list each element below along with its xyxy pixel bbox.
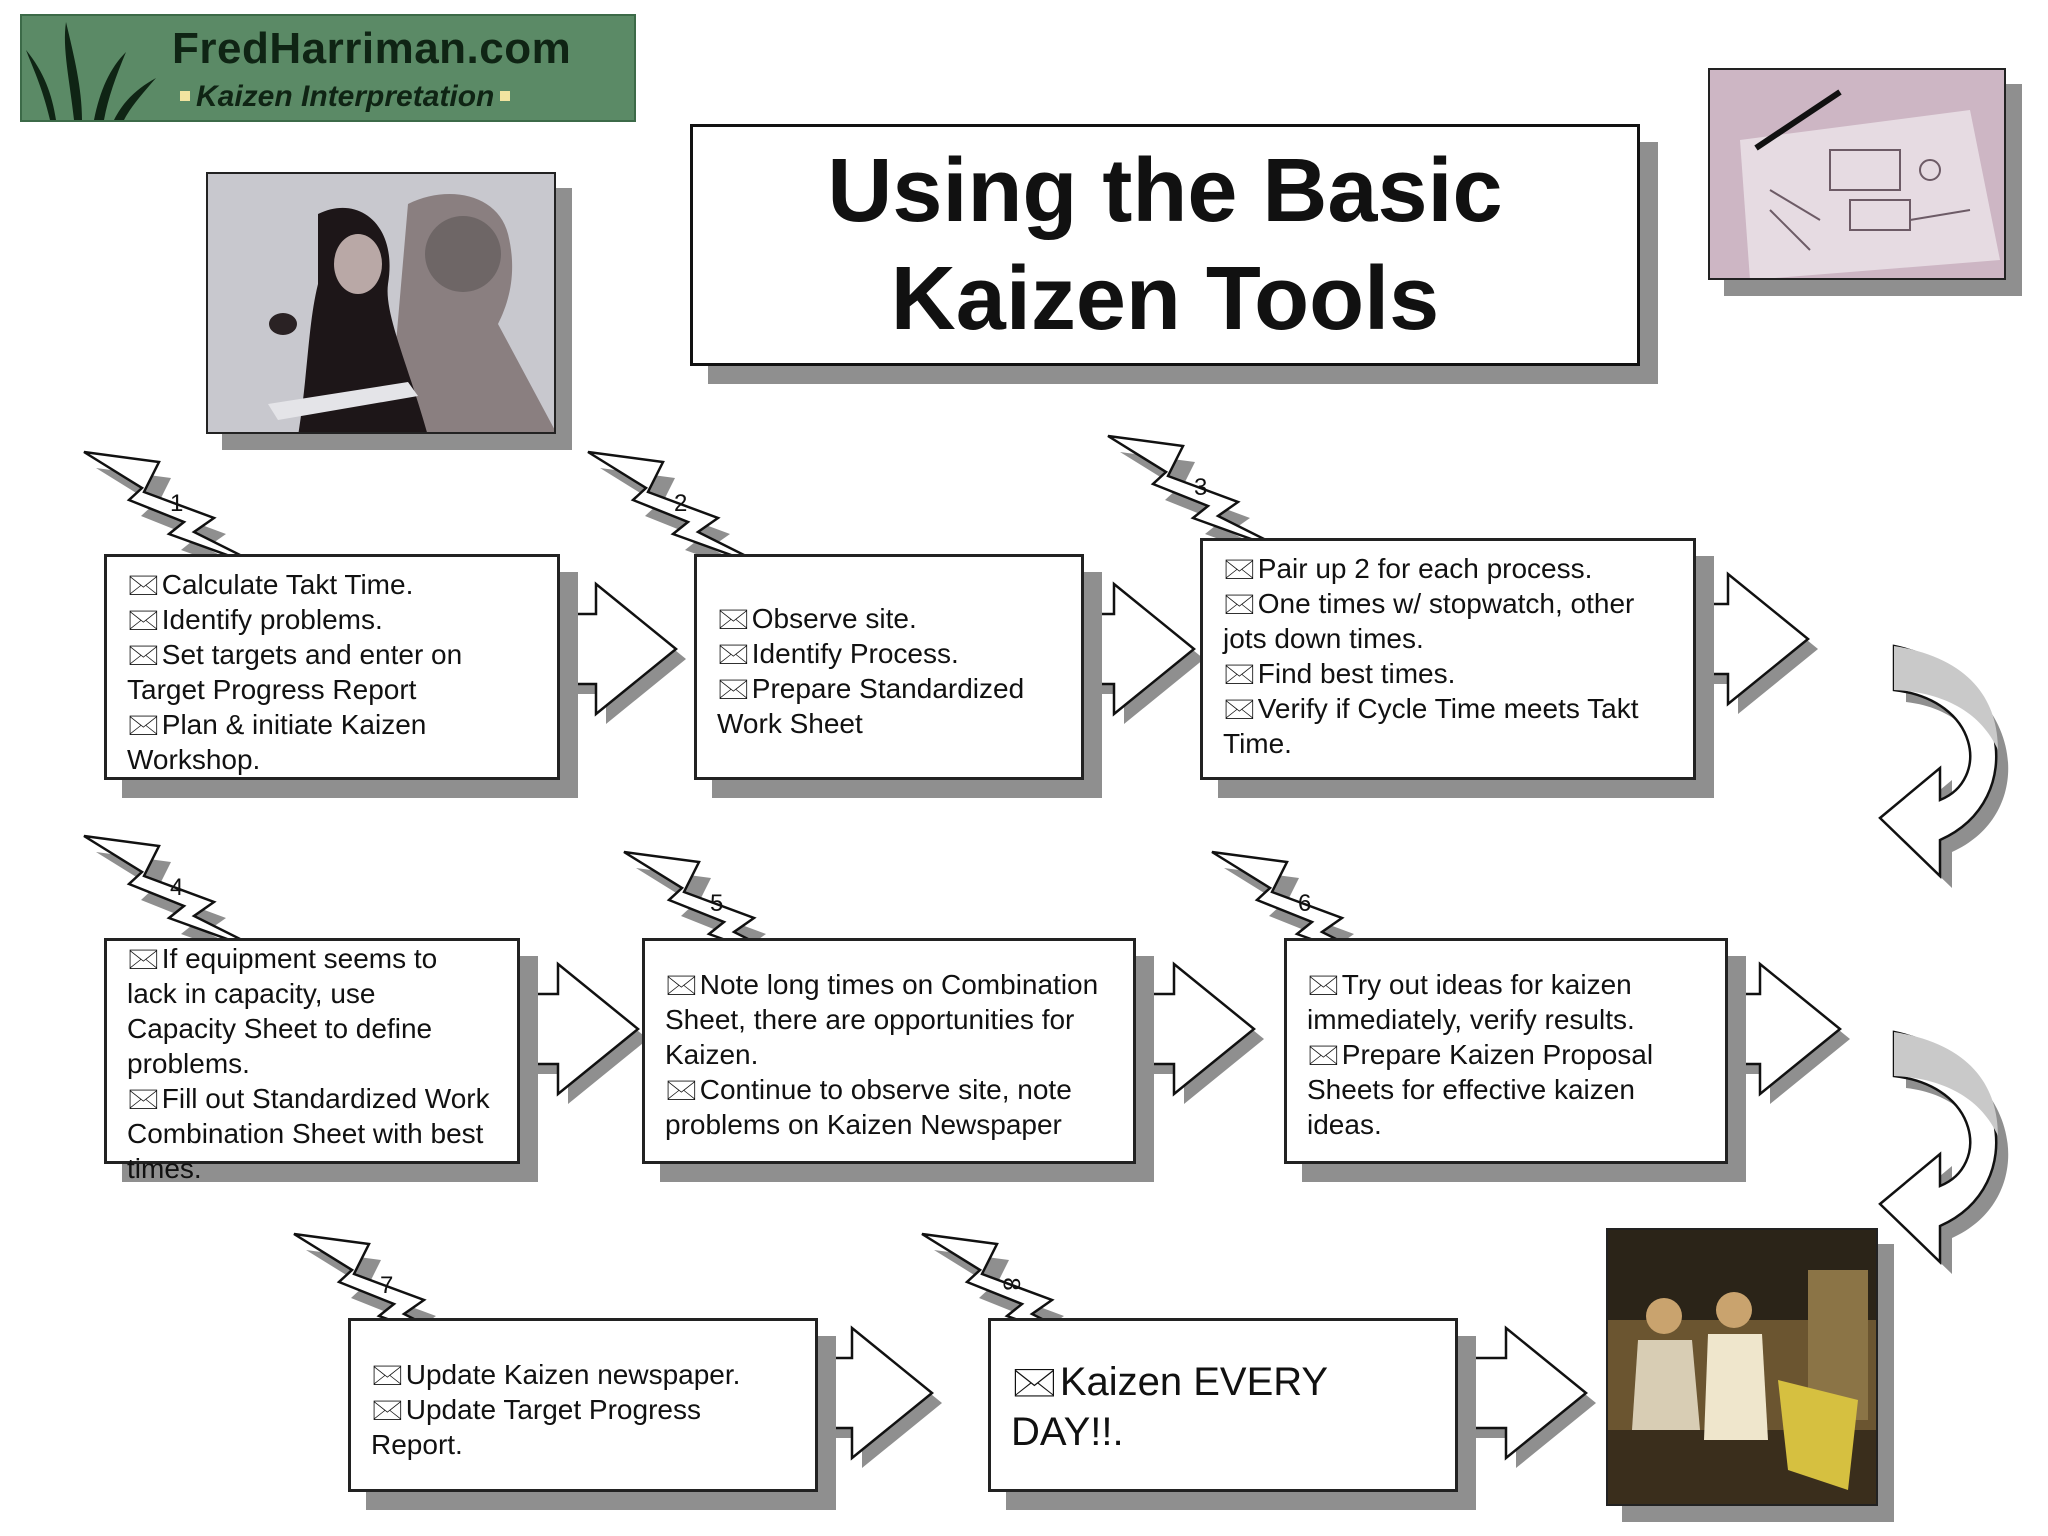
envelope-icon: 🖂 <box>1223 588 1256 619</box>
envelope-icon: 🖂 <box>717 638 750 669</box>
envelope-icon: 🖂 <box>371 1359 404 1390</box>
logo-site-name: FredHarriman.com <box>172 24 572 73</box>
step-box-4: 🖂If equipment seems to lack in capacity,… <box>104 938 520 1184</box>
envelope-icon: 🖂 <box>1223 553 1256 584</box>
step-bullet: 🖂If equipment seems to lack in capacity,… <box>127 943 438 1079</box>
step-box-3: 🖂Pair up 2 for each process. 🖂One times … <box>1200 538 1696 780</box>
step-bullet: 🖂Pair up 2 for each process. <box>1223 553 1593 584</box>
step-box-6: 🖂Try out ideas for kaizen immediately, v… <box>1284 938 1728 1164</box>
step-bullet: 🖂Identify problems. <box>127 604 383 635</box>
step-box-7: 🖂Update Kaizen newspaper. 🖂Update Target… <box>348 1318 818 1492</box>
site-logo[interactable]: FredHarriman.com Kaizen Interpretation <box>20 14 636 122</box>
step-bullet: 🖂Set targets and enter on Target Progres… <box>127 639 463 705</box>
envelope-icon: 🖂 <box>127 709 160 740</box>
photo-drawings <box>1708 68 2006 280</box>
envelope-icon: 🖂 <box>717 603 750 634</box>
envelope-icon: 🖂 <box>127 943 160 974</box>
step-bullet: 🖂Update Target Progress Report. <box>371 1394 701 1460</box>
step-bullet: 🖂Continue to observe site, note problems… <box>665 1074 1072 1140</box>
title-box: Using the Basic Kaizen Tools <box>690 124 1640 366</box>
envelope-icon: 🖂 <box>1011 1360 1058 1404</box>
logo-tagline: Kaizen Interpretation <box>180 80 516 114</box>
step-box-5: 🖂Note long times on Combination Sheet, t… <box>642 938 1136 1164</box>
envelope-icon: 🖂 <box>665 969 698 1000</box>
envelope-icon: 🖂 <box>1307 1039 1340 1070</box>
step-box-1: 🖂Calculate Takt Time. 🖂Identify problems… <box>104 554 560 780</box>
step-bullet: 🖂Prepare Kaizen Proposal Sheets for effe… <box>1307 1039 1654 1140</box>
curved-arrow-icon <box>1878 644 2009 888</box>
step-number-2: 2 <box>674 490 688 517</box>
curved-arrow-icon <box>1878 1030 2009 1274</box>
step-bullet: 🖂Find best times. <box>1223 658 1456 689</box>
envelope-icon: 🖂 <box>127 569 160 600</box>
step-number-8: 8 <box>997 1277 1025 1291</box>
step-number-3: 3 <box>1194 474 1208 501</box>
page-title: Using the Basic Kaizen Tools <box>827 141 1503 349</box>
envelope-icon: 🖂 <box>1223 693 1256 724</box>
step-number-6: 6 <box>1298 890 1312 917</box>
step-bullet: 🖂Identify Process. <box>717 638 959 669</box>
step-bullet: 🖂Note long times on Combination Sheet, t… <box>665 969 1099 1070</box>
photo-timing-observers <box>206 172 556 434</box>
envelope-icon: 🖂 <box>371 1394 404 1425</box>
step-number-5: 5 <box>710 890 724 917</box>
envelope-icon: 🖂 <box>717 673 750 704</box>
step-bullet: 🖂Kaizen EVERY DAY!!. <box>1011 1360 1329 1454</box>
envelope-icon: 🖂 <box>127 604 160 635</box>
step-bullet: 🖂Update Kaizen newspaper. <box>371 1359 741 1390</box>
step-bullet: 🖂Prepare Standardized Work Sheet <box>717 673 1025 739</box>
envelope-icon: 🖂 <box>127 1083 160 1114</box>
step-bullet: 🖂One times w/ stopwatch, other jots down… <box>1223 588 1635 654</box>
step-number-7: 7 <box>380 1272 394 1299</box>
block-arrow-icon <box>1464 1326 1596 1468</box>
envelope-icon: 🖂 <box>665 1074 698 1105</box>
step-number-1: 1 <box>170 490 184 517</box>
step-bullet: 🖂Observe site. <box>717 603 917 634</box>
step-bullet: 🖂Fill out Standardized Work Combination … <box>127 1083 490 1184</box>
step-bullet: 🖂Plan & initiate Kaizen Workshop. <box>127 709 427 775</box>
step-number-4: 4 <box>170 874 184 901</box>
envelope-icon: 🖂 <box>1223 658 1256 689</box>
step-bullet: 🖂Try out ideas for kaizen immediately, v… <box>1307 969 1635 1035</box>
envelope-icon: 🖂 <box>1307 969 1340 1000</box>
step-bullet: 🖂Verify if Cycle Time meets Takt Time. <box>1223 693 1639 759</box>
step-box-8: 🖂Kaizen EVERY DAY!!. <box>988 1318 1458 1492</box>
photo-workers <box>1606 1228 1878 1506</box>
envelope-icon: 🖂 <box>127 639 160 670</box>
grass-logo-icon <box>26 22 156 120</box>
step-bullet: 🖂Calculate Takt Time. <box>127 569 414 600</box>
step-box-2: 🖂Observe site. 🖂Identify Process. 🖂Prepa… <box>694 554 1084 780</box>
